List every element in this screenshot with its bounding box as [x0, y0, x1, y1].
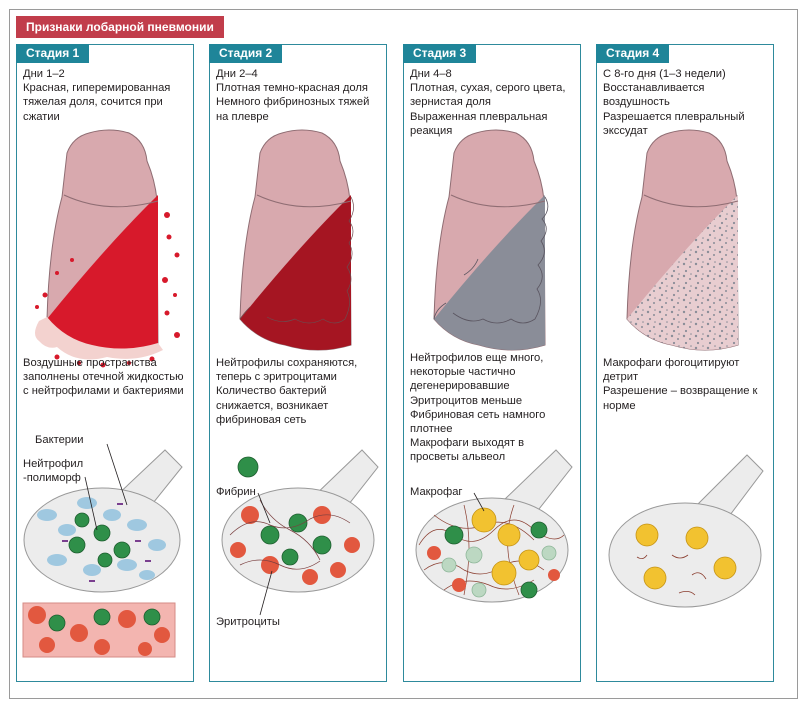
consolidated-area [434, 195, 545, 350]
fissure [450, 194, 546, 208]
fibrin-strands [239, 196, 354, 324]
stage-1-histology-text: Воздушные пространства заполнены отечной… [23, 357, 184, 398]
neutrophils [444, 521, 548, 599]
stage-1-lung [35, 129, 180, 368]
stage-4-lung [626, 129, 739, 351]
erythrocytes-label: Эритроциты [216, 616, 280, 628]
fibrin-leader [257, 492, 271, 524]
bacteria-cluster [37, 497, 166, 580]
fibrin-net [229, 499, 351, 570]
erythrocytes-leader [259, 570, 273, 616]
neutrophils [68, 512, 131, 568]
fibrin-remnants [636, 554, 707, 596]
stage-2-histology-text: Нейтрофилы сохраняются, теперь с эритроц… [216, 357, 358, 426]
bacteria-rods [62, 503, 151, 582]
stage-3-histology-text: Нейтрофилов еще много, некоторые частичн… [410, 352, 546, 464]
fissure [643, 194, 739, 208]
stage-3-description: Дни 4–8 Плотная, сухая, серого цвета, зе… [410, 68, 566, 137]
bacteria-label: Бактерии [35, 434, 84, 446]
fibrin-label: Фибрин [216, 486, 256, 498]
stage-2-alveolus [221, 449, 379, 593]
stage-1-tab: Стадия 1 [16, 44, 90, 63]
stage-2-tab: Стадия 2 [209, 44, 283, 63]
stage-4-tab: Стадия 4 [596, 44, 670, 63]
stage-2-illustration [221, 129, 379, 616]
free-neutrophil [237, 456, 259, 478]
bacteria-leader [106, 443, 128, 506]
neutrophil-label: Нейтрофил -полиморф [23, 458, 84, 484]
neutrophils [260, 513, 332, 566]
degenerated-neutrophils [441, 545, 557, 598]
stage-3-illustration [415, 129, 573, 603]
erythrocytes [230, 506, 360, 585]
macrophage-leader [473, 492, 485, 512]
stage-4-panel: Стадия 4 С 8-го дня (1–3 недели) Восстан… [596, 44, 774, 682]
pleural-exudate [35, 317, 163, 360]
figure-frame [9, 9, 798, 699]
stage-4-alveolus [608, 454, 764, 608]
stage-1-panel: Стадия 1 Дни 1–2 Красная, гиперемированн… [16, 44, 194, 682]
macrophages [471, 507, 540, 586]
stage-4-illustration [608, 129, 764, 608]
stage-3-alveolus [415, 449, 573, 603]
alveolus-sac [415, 497, 569, 603]
stage-1-description: Дни 1–2 Красная, гиперемированная тяжела… [23, 68, 171, 123]
stage-2-description: Дни 2–4 Плотная темно-красная доля Немно… [216, 68, 370, 123]
capillary [22, 602, 176, 658]
stage-2-lung [239, 129, 354, 351]
stage-3-panel: Стадия 3 Дни 4–8 Плотная, сухая, серого … [403, 44, 581, 682]
stage-2-panel: Стадия 2 Дни 2–4 Плотная темно-красная д… [209, 44, 387, 682]
stage-4-description: С 8-го дня (1–3 недели) Восстанавливаетс… [603, 68, 745, 137]
stage-1-alveolus [23, 449, 183, 593]
stage-3-tab: Стадия 3 [403, 44, 477, 63]
fissure [63, 194, 159, 208]
stage-3-lung [433, 129, 549, 351]
macrophages [635, 523, 737, 590]
macrophage-label: Макрофаг [410, 486, 463, 498]
fissure [256, 194, 352, 208]
stage-1-illustration [22, 129, 183, 658]
consolidated-area [240, 195, 351, 350]
figure-title: Признаки лобарной пневмонии [16, 16, 224, 38]
neutrophil-leader [84, 476, 98, 531]
resolving-area [627, 195, 738, 350]
erythrocytes [427, 546, 560, 592]
stage-4-histology-text: Макрофаги фогоцитируют детрит Разрешение… [603, 357, 758, 412]
exudate-droplets [35, 212, 180, 368]
consolidated-area [47, 195, 158, 350]
pleural-fibrin [433, 196, 549, 324]
